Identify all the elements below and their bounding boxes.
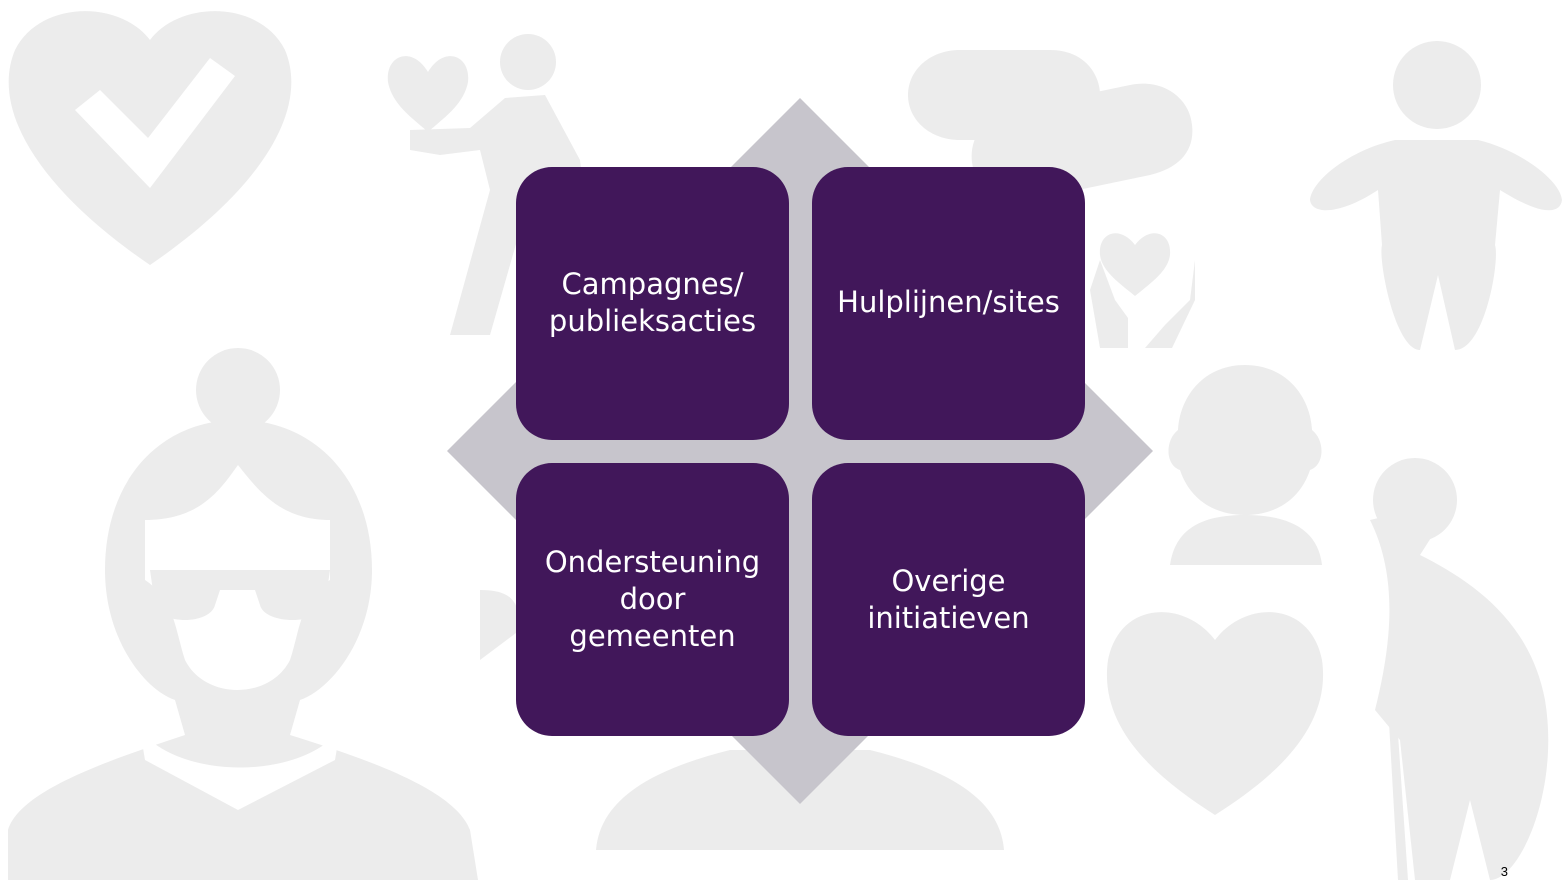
hands-heart-icon	[1090, 233, 1195, 348]
tile-label: Campagnes/ publieksacties	[548, 266, 757, 338]
tile-label: Hulplijnen/sites	[837, 285, 1060, 319]
heart-check-icon	[8, 11, 292, 266]
tile-label: Ondersteuning door gemeenten	[544, 545, 761, 653]
tile-ondersteuning-door-gemeenten: Ondersteuning door gemeenten	[516, 463, 789, 736]
tile-hulplijnen-sites: Hulplijnen/sites	[812, 167, 1085, 440]
tile-label: Overige initiatieven	[867, 563, 1030, 635]
toddler-icon	[1168, 365, 1322, 565]
elderly-woman-icon	[8, 348, 478, 880]
elderly-man-cane-icon	[1370, 458, 1549, 880]
tile-campagnes-publieksacties: Campagnes/ publieksacties	[516, 167, 789, 440]
baby-icon	[1310, 41, 1562, 350]
tile-overige-initiatieven: Overige initiatieven	[812, 463, 1085, 736]
heart-icon	[1106, 612, 1324, 815]
page-number: 3	[1500, 864, 1508, 879]
